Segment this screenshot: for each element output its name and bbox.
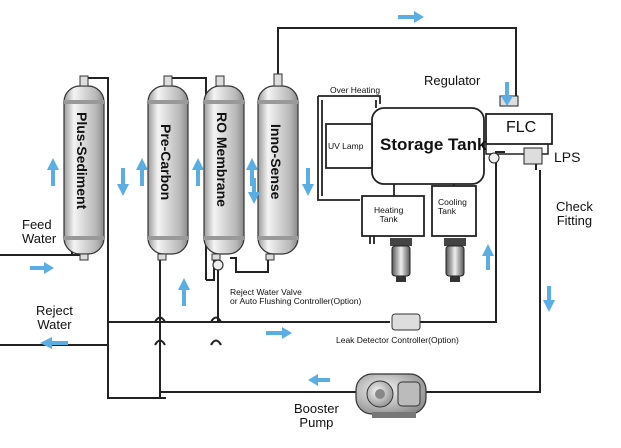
filter-label-plus-sediment: Plus-Sediment bbox=[74, 112, 90, 210]
filter-label-pre-carbon: Pre-Carbon bbox=[158, 124, 174, 201]
pipe-crossovers bbox=[154, 316, 222, 346]
booster-pump-icon bbox=[355, 373, 427, 418]
leak-detector-label: Leak Detector Controller(Option) bbox=[336, 335, 459, 345]
arrow-lps-down bbox=[543, 286, 555, 312]
filter-label-ro-membrane: RO Membrane bbox=[214, 112, 230, 207]
arrow-pump-left bbox=[308, 374, 330, 386]
tank-assembly bbox=[317, 95, 485, 244]
fittings bbox=[79, 73, 421, 331]
filter-plus-sediment bbox=[63, 85, 105, 255]
faucet-hot bbox=[390, 238, 412, 282]
reject-line bbox=[108, 268, 219, 323]
lps-label: LPS bbox=[554, 149, 581, 165]
check-fitting-label: Check Fitting bbox=[556, 199, 593, 228]
arrow-left-up bbox=[178, 278, 190, 306]
arrow-f3-up bbox=[192, 158, 204, 186]
reject-water-valve-icon bbox=[212, 259, 224, 271]
heating-tank-label: Heating Tank bbox=[374, 205, 404, 224]
arrow-tank-up bbox=[482, 244, 494, 270]
pump-line bbox=[159, 170, 541, 398]
reject-water-valve-label: Reject Water Valve or Auto Flushing Cont… bbox=[230, 287, 362, 306]
feed-water-label: Feed Water bbox=[22, 217, 57, 246]
pipe-f3-f4 bbox=[230, 257, 269, 273]
booster-pump-label: Booster Pump bbox=[294, 401, 339, 430]
arrow-top-right bbox=[398, 11, 424, 23]
filter-label-inno-sense: Inno-Sense bbox=[268, 124, 284, 200]
arrow-f4-up bbox=[246, 158, 258, 186]
arrow-f4-down bbox=[302, 168, 314, 196]
uv-lamp-label: UV Lamp bbox=[328, 141, 364, 151]
faucet-cold bbox=[444, 238, 466, 282]
arrow-regulator-down bbox=[501, 82, 513, 106]
arrow-reject-left bbox=[40, 337, 68, 349]
arrow-f1-up bbox=[47, 158, 59, 186]
filter-pre-carbon bbox=[147, 85, 189, 255]
storage-tank-label: Storage Tank bbox=[380, 135, 487, 154]
arrow-f2-up bbox=[136, 158, 148, 186]
arrow-mid-right bbox=[266, 327, 292, 339]
reject-water-label: Reject Water bbox=[36, 303, 73, 332]
cooling-tank-label: Cooling Tank bbox=[438, 197, 467, 216]
over-heating-label: Over Heating bbox=[330, 85, 381, 95]
flow-arrows bbox=[30, 11, 555, 386]
regulator-label: Regulator bbox=[424, 73, 481, 88]
arrow-f1-down bbox=[117, 168, 129, 196]
flc-label: FLC bbox=[506, 119, 537, 136]
leak-line bbox=[218, 168, 497, 323]
arrow-feed-right bbox=[30, 262, 54, 274]
arrow-ro-down bbox=[248, 178, 260, 204]
